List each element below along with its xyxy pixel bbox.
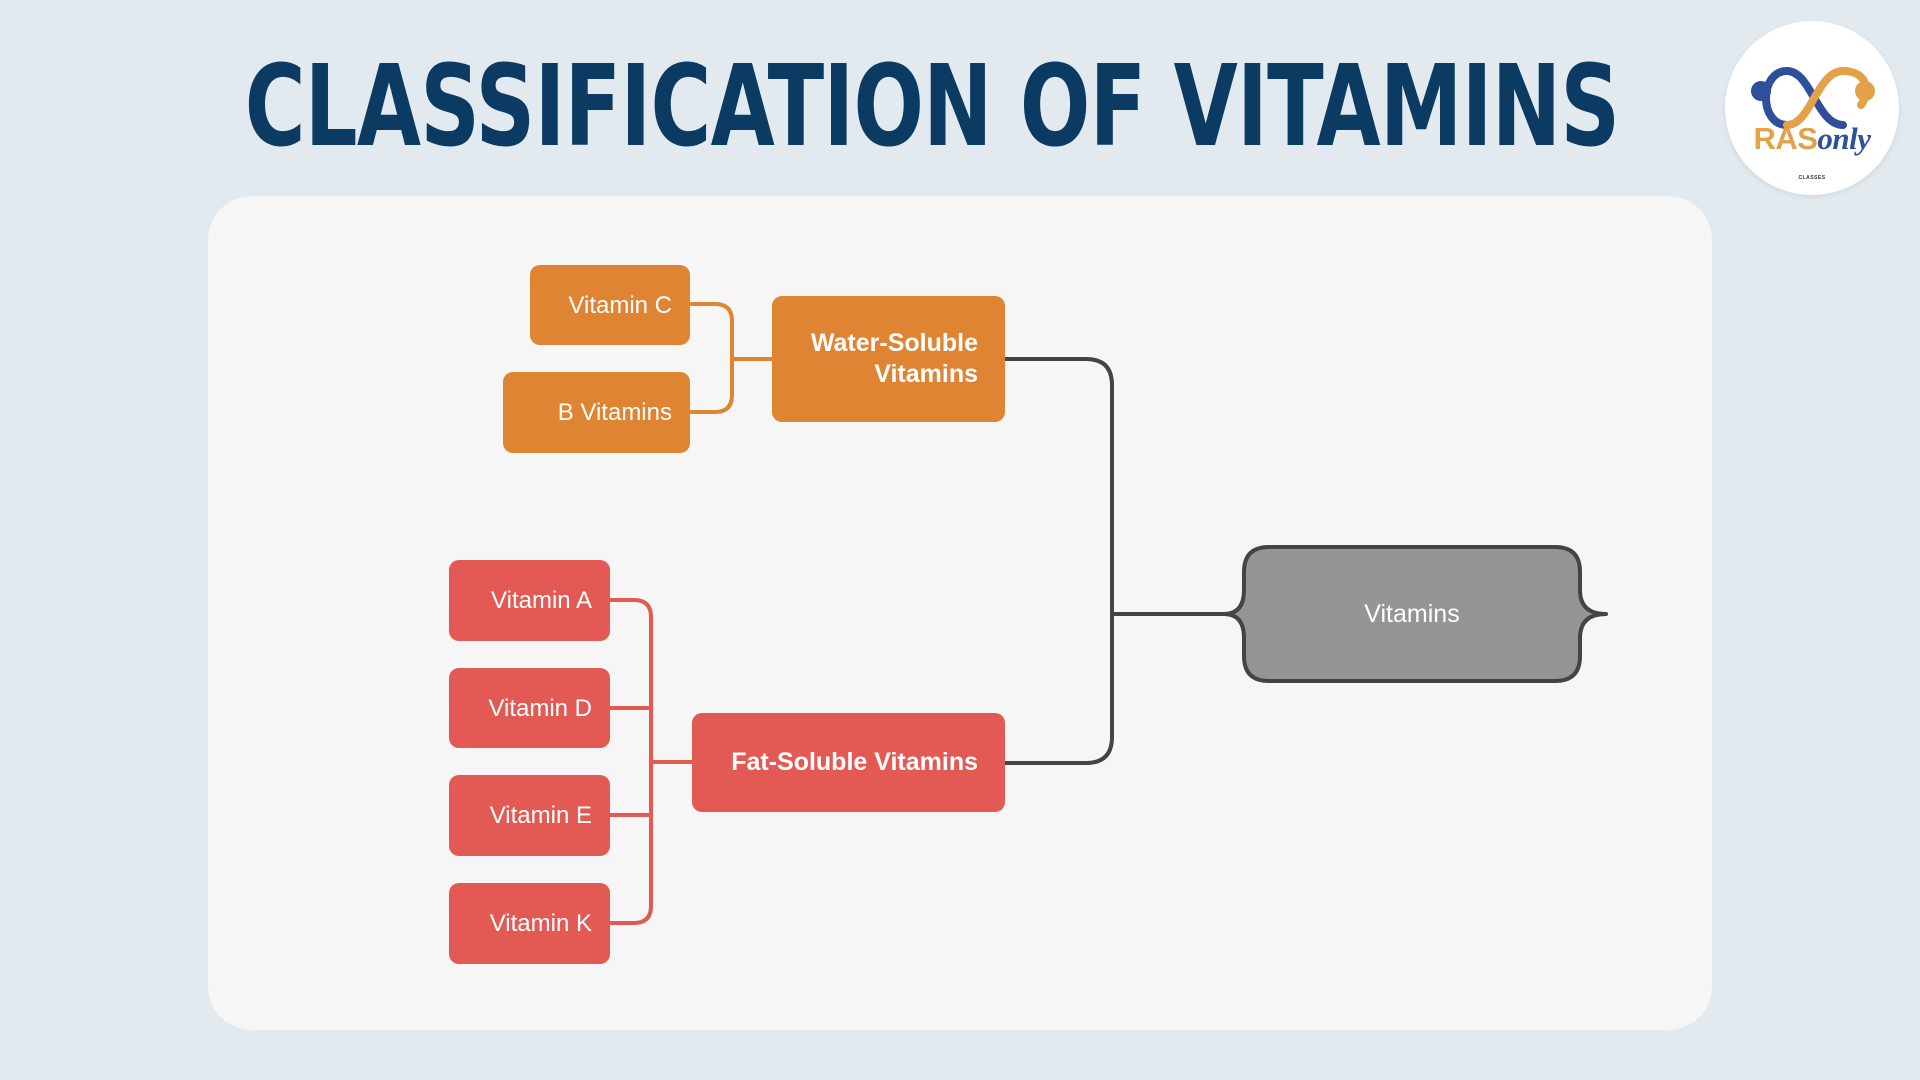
- node-water-soluble-vitamins: Water-Soluble Vitamins: [772, 296, 1005, 422]
- node-vitamin-k: Vitamin K: [449, 883, 610, 964]
- logo-wordmark: RASonly: [1753, 121, 1871, 156]
- connector-fat-to-root: [1005, 614, 1114, 765]
- node-vitamin-e: Vitamin E: [449, 775, 610, 856]
- node-vitamin-d: Vitamin D: [449, 668, 610, 748]
- node-b-vitamins: B Vitamins: [503, 372, 690, 453]
- vitamins-root-shape: [1222, 545, 1608, 683]
- logo-tagline: CLASSES: [1798, 175, 1826, 181]
- connector-b-vitamins: [690, 359, 734, 414]
- connector-vitamin-c: [690, 302, 734, 359]
- rasonly-logo: RASonly CLASSES: [1725, 21, 1899, 195]
- connector-water-to-root: [1005, 357, 1114, 614]
- node-vitamin-c: Vitamin C: [530, 265, 690, 345]
- node-vitamin-a: Vitamin A: [449, 560, 610, 641]
- page-title: CLASSIFICATION OF VITAMINS: [244, 42, 1620, 172]
- node-fat-soluble-vitamins: Fat-Soluble Vitamins: [692, 713, 1005, 812]
- connector-vitamin-a: [610, 598, 653, 925]
- node-vitamins-root: Vitamins: [1364, 599, 1460, 628]
- infinity-logo-icon: [1751, 67, 1875, 129]
